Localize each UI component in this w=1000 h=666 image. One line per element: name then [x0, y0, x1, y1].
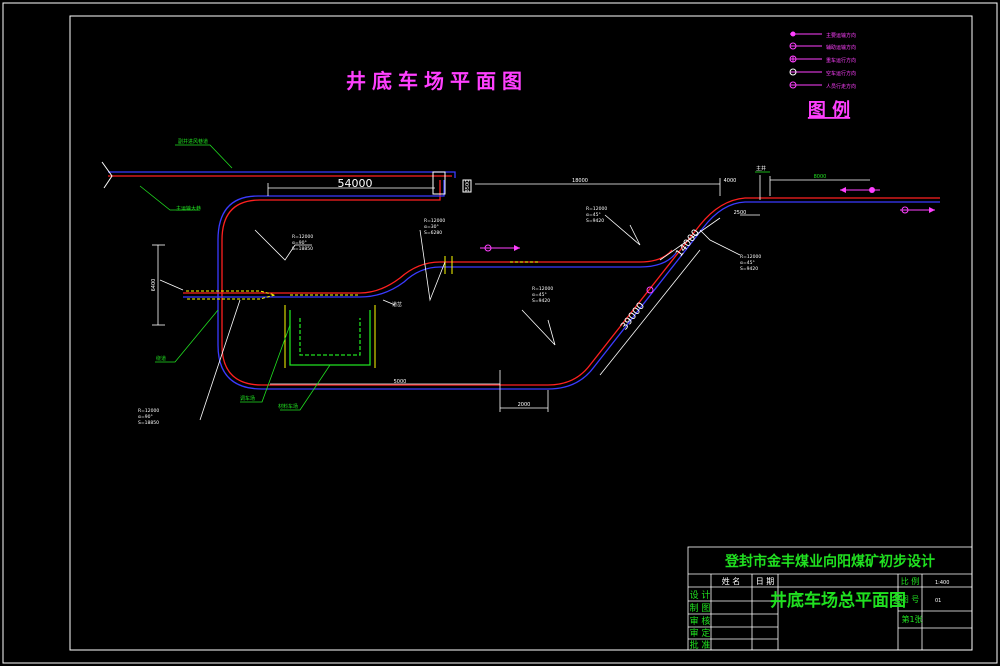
shaft-box: [432, 171, 446, 195]
legend-item: 重车运行方向: [789, 55, 856, 64]
sheet-no-label: 图 号: [901, 595, 920, 604]
title-block: [687, 546, 973, 651]
legend-label: 人员行走方向: [826, 83, 856, 90]
svg-text:S=18850: S=18850: [292, 246, 313, 252]
leader-lines: [159, 214, 741, 421]
svg-text:α=90°: α=90°: [292, 240, 307, 246]
header-scale-value: 1:400: [935, 580, 949, 586]
direction-icon: [646, 286, 654, 294]
direction-icon: [484, 244, 492, 252]
svg-text:R=12000: R=12000: [424, 218, 445, 224]
curve-note-far-right: R=12000 α=45° S=9420: [740, 254, 761, 272]
dim-2500: 2500: [734, 210, 747, 216]
storage-loop-inner: [299, 318, 361, 356]
legend-item: 主要运输方向: [790, 31, 856, 39]
svg-text:S=9420: S=9420: [532, 298, 550, 304]
svg-text:S=18850: S=18850: [138, 420, 159, 426]
dim-54000: 54000: [338, 177, 373, 190]
callout-left-track: 主运输大巷: [176, 205, 201, 212]
svg-text:R=12000: R=12000: [586, 206, 607, 212]
callout-storage: 调车场: [240, 395, 255, 402]
legend-title: 图 例: [808, 99, 850, 121]
header-date: 日 期: [756, 577, 775, 586]
dim-4000: 4000: [724, 178, 737, 184]
sheet-title: 井底车场总平面图: [770, 590, 906, 611]
svg-text:S=6280: S=6280: [424, 230, 442, 236]
role-authorize: 批 准: [690, 639, 711, 651]
main-loop-red: [221, 180, 760, 386]
curve-note-upper-mid: R=12000 α=30° S=6280: [424, 218, 445, 236]
legend-label: 重车运行方向: [826, 57, 856, 64]
turnout-dashes: [186, 290, 277, 300]
role-approve: 审 定: [690, 627, 711, 639]
legend: 主要运输方向 辅助运输方向 重车运行方向 空车运行方向 人员行走方向 图 例: [789, 31, 856, 121]
direction-arrows: [480, 187, 935, 294]
dim-14000: 14000: [674, 228, 702, 260]
legend-label: 辅助运输方向: [826, 44, 856, 51]
callout-right-track: 主井: [756, 165, 766, 172]
svg-text:S=9420: S=9420: [586, 218, 604, 224]
header-name: 姓 名: [722, 576, 741, 586]
svg-text:R=12000: R=12000: [292, 234, 313, 240]
dim-39000: 39000: [619, 301, 647, 333]
legend-item: 空车运行方向: [789, 68, 856, 77]
callout-bottom-storage: 材料车场: [278, 403, 298, 410]
sheet-no: 第1张: [901, 614, 922, 624]
svg-text:R=12000: R=12000: [138, 408, 159, 414]
legend-item: 人员行走方向: [789, 81, 856, 90]
curve-note-center: R=12000 α=45° S=9420: [532, 286, 553, 304]
direction-icon: [869, 187, 875, 193]
callout-left-loop: 绕道: [156, 355, 166, 362]
legend-item: 辅助运输方向: [789, 42, 856, 51]
track-network: [101, 161, 940, 390]
direction-icon: [901, 206, 909, 214]
svg-text:α=45°: α=45°: [740, 260, 755, 266]
svg-text:α=30°: α=30°: [424, 224, 439, 230]
dim-8000: 8000: [814, 174, 827, 180]
inner-frame: [69, 15, 973, 651]
curve-note-lower-left: R=12000 α=90° S=18850: [138, 408, 159, 426]
svg-text:α=45°: α=45°: [586, 212, 601, 218]
legend-label: 空车运行方向: [826, 70, 856, 77]
storage-loop-green: [289, 310, 371, 366]
role-drafting: 制 图: [690, 602, 711, 614]
dim-18000: 18000: [572, 178, 588, 184]
dim-6400: 6400: [151, 279, 157, 292]
header-scale-label: 比 例: [901, 576, 920, 586]
callout-turnout: 道岔: [392, 301, 402, 308]
role-design: 设 计: [690, 589, 711, 601]
callout-leaders: [139, 144, 770, 411]
callout-top-track: 副井进风巷道: [178, 138, 208, 145]
dim-3500: 3500: [465, 180, 471, 193]
main-loop-blue: [217, 180, 760, 390]
svg-text:α=45°: α=45°: [532, 292, 547, 298]
middle-siding-red: [183, 249, 673, 294]
curve-note-mid-right: R=12000 α=45° S=9420: [586, 206, 607, 224]
dim-2000: 2000: [518, 402, 531, 408]
break-line: [101, 161, 113, 189]
svg-text:R=12000: R=12000: [532, 286, 553, 292]
project-title: 登封市金丰煤业向阳煤矿初步设计: [724, 553, 935, 570]
upper-entry-track-blue: [108, 171, 456, 178]
middle-siding-blue: [183, 252, 677, 298]
dim-5000: 5000: [394, 379, 407, 385]
shaft-box-small: [462, 179, 472, 193]
svg-text:S=9420: S=9420: [740, 266, 758, 272]
sheet-code: 01: [935, 598, 941, 604]
curve-note-upper-left: R=12000 α=90° S=18850: [292, 234, 313, 252]
legend-label: 主要运输方向: [826, 32, 856, 39]
role-review: 审 核: [690, 615, 711, 627]
svg-text:α=90°: α=90°: [138, 414, 153, 420]
drawing-title: 井底车场平面图: [346, 69, 528, 93]
crossover-marks: [444, 256, 453, 274]
svg-text:R=12000: R=12000: [740, 254, 761, 260]
dimension-lines: [152, 175, 870, 412]
